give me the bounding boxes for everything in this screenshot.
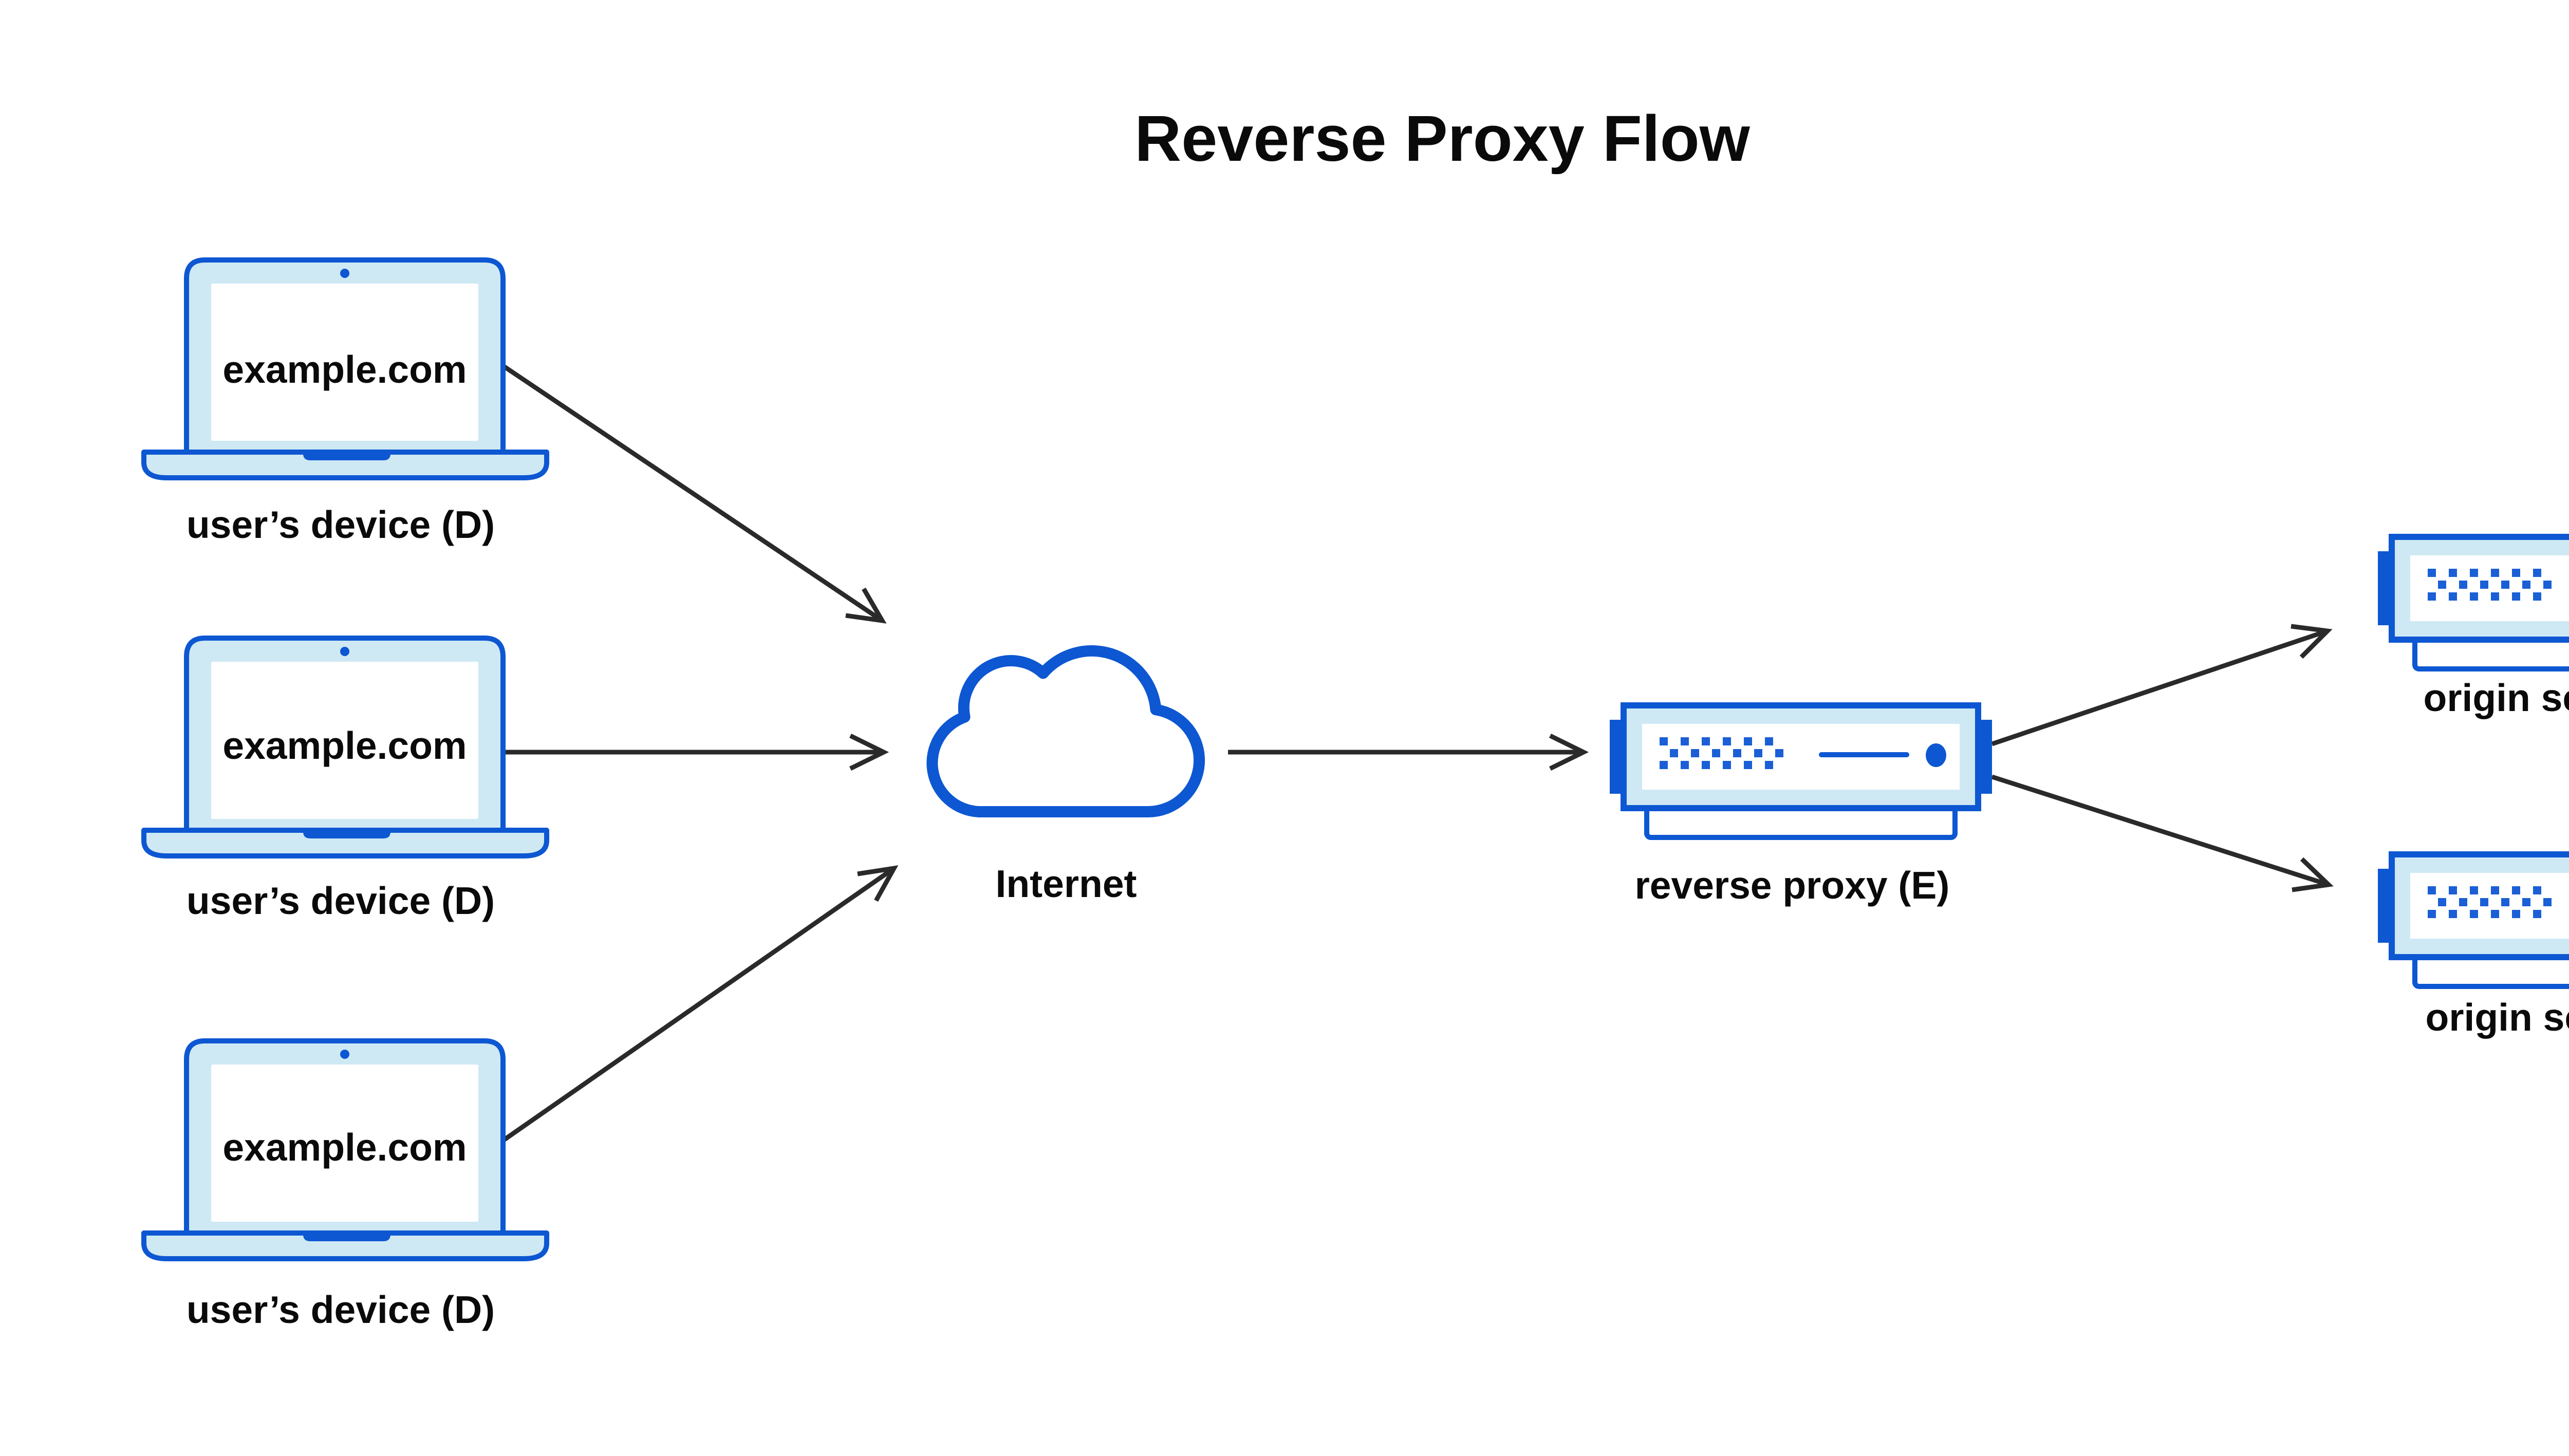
diagram-title: Reverse Proxy Flow — [1134, 102, 1751, 175]
node-origin-server-2: origin server (F) — [2378, 854, 2569, 1039]
node-internet: Internet — [926, 645, 1205, 905]
server-icon — [1610, 705, 1992, 837]
device-label: user’s device (D) — [187, 879, 495, 922]
arrow-reverse-proxy-origin1 — [1991, 624, 2333, 746]
device-label: user’s device (D) — [187, 503, 495, 546]
node-user-device-1: example.com user’s device (D) — [144, 260, 547, 546]
arrow-device3-internet — [501, 865, 899, 1143]
node-reverse-proxy: reverse proxy (E) — [1610, 705, 1992, 907]
node-origin-server-1: origin server (F) — [2378, 537, 2569, 719]
arrow-internet-reverse-proxy — [1228, 733, 1589, 771]
arrow-device1-internet — [501, 364, 887, 624]
device-label: user’s device (D) — [187, 1288, 495, 1331]
node-user-device-2: example.com user’s device (D) — [144, 638, 547, 922]
cloud-icon — [926, 645, 1205, 817]
origin-server-label: origin server (F) — [2424, 676, 2569, 719]
device-screen-text: example.com — [222, 724, 467, 767]
internet-label: Internet — [995, 862, 1137, 905]
arrow-reverse-proxy-origin2 — [1991, 774, 2334, 892]
device-screen-text: example.com — [222, 348, 467, 391]
node-user-device-3: example.com user’s device (D) — [144, 1041, 547, 1331]
origin-server-label: origin server (F) — [2426, 996, 2569, 1039]
device-screen-text: example.com — [222, 1126, 467, 1169]
arrow-device2-internet — [505, 733, 889, 771]
reverse-proxy-label: reverse proxy (E) — [1635, 864, 1950, 907]
